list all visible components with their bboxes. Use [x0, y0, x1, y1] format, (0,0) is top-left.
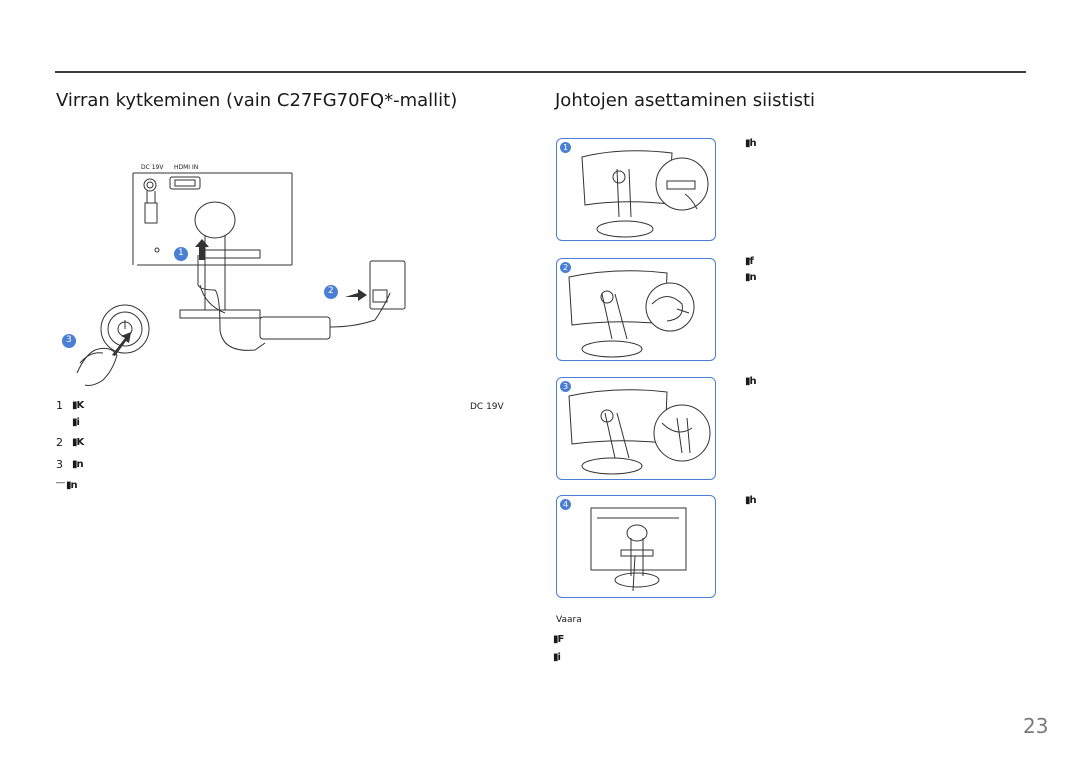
warning-title: Vaara [556, 615, 582, 625]
cable-step-2-text-2: ▮n [745, 272, 757, 283]
cable-step-2-badge: 2 [560, 262, 571, 273]
step-2-number: 2 [56, 436, 63, 449]
callout-2: 2 [328, 286, 334, 296]
warning-line-1: ▮F [553, 634, 564, 645]
cable-step-4-figure: 4 [556, 495, 716, 598]
step-3-number: 3 [56, 458, 63, 471]
cable-step-1-text: ▮h [745, 138, 757, 149]
top-rule [55, 71, 1026, 73]
cable-step-3-badge: 3 [560, 381, 571, 392]
step-1-port-label: DC 19V [470, 402, 504, 412]
warning-line-2: ▮i [553, 652, 561, 663]
callout-3: 3 [66, 335, 72, 345]
cable-step-3-figure: 3 [556, 377, 716, 480]
section-heading-cable: Johtojen asettaminen siististi [555, 90, 816, 111]
port-label-dc: DC 19V [141, 164, 164, 171]
cable-step-4-badge: 4 [560, 499, 571, 510]
step-1-text-line2: ▮i [72, 417, 80, 428]
cable-step-2-illustration [568, 270, 695, 358]
step-2-text: ▮K [72, 437, 84, 448]
cable-step-1-illustration [581, 150, 709, 238]
power-connection-illustration [62, 172, 406, 386]
page-number: 23 [1023, 714, 1049, 738]
callout-1: 1 [178, 248, 184, 258]
step-1-number: 1 [56, 399, 63, 412]
cable-step-3-illustration [568, 389, 711, 475]
note-mark: ― [56, 478, 65, 488]
cable-step-1-figure: 1 [556, 138, 716, 241]
step-1-text: ▮K [72, 400, 84, 411]
port-label-hdmi: HDMI IN [174, 164, 199, 171]
cable-step-1-badge: 1 [560, 142, 571, 153]
cable-step-2-figure: 2 [556, 258, 716, 361]
cable-step-4-illustration [590, 507, 687, 592]
cable-step-3-text: ▮h [745, 376, 757, 387]
cable-step-2-text-1: ▮f [745, 256, 754, 267]
cable-step-4-text: ▮h [745, 495, 757, 506]
section-heading-power: Virran kytkeminen (vain C27FG70FQ*-malli… [56, 90, 458, 111]
note-text: ▮n [66, 480, 78, 491]
step-3-text: ▮n [72, 459, 84, 470]
